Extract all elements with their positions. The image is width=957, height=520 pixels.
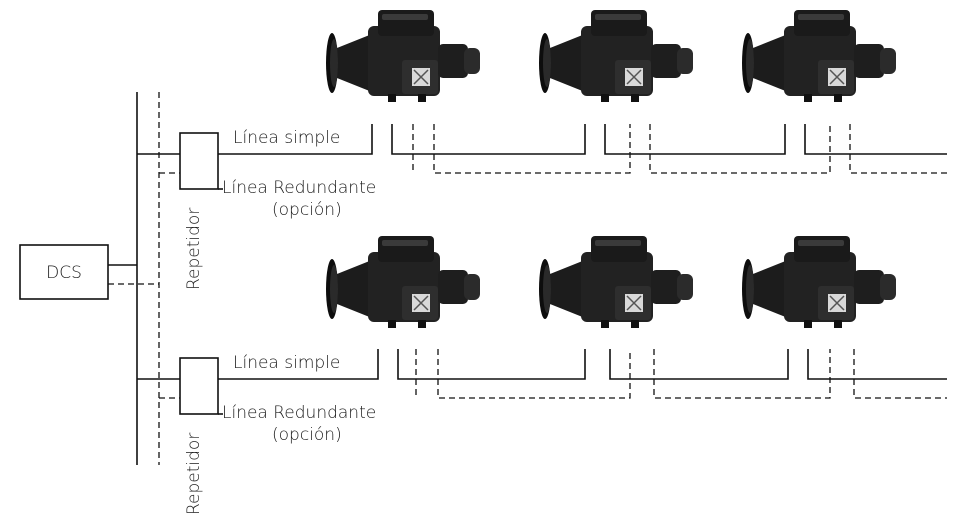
- actuator-6: [741, 235, 897, 329]
- repeater-label: Repetidor: [184, 433, 204, 515]
- row-2: Repetidor Línea simple Línea Redundante …: [137, 235, 947, 515]
- dcs-links: [108, 92, 160, 465]
- actuator-1: [325, 9, 481, 103]
- redundant-option-label: (opción): [272, 200, 342, 220]
- dcs-node: DCS: [19, 244, 109, 300]
- repeater-box: [179, 132, 219, 190]
- redundant-line-label: Línea Redundante: [222, 178, 376, 198]
- actuator-4: [325, 235, 481, 329]
- repeater-box: [179, 357, 219, 415]
- single-line-label: Línea simple: [233, 353, 340, 373]
- actuator-5: [538, 235, 694, 329]
- single-line-label: Línea simple: [233, 128, 340, 148]
- repeater-label: Repetidor: [184, 208, 204, 290]
- actuator-3: [741, 9, 897, 103]
- redundant-option-label: (opción): [272, 425, 342, 445]
- redundant-line-label: Línea Redundante: [222, 403, 376, 423]
- dcs-label: DCS: [46, 263, 82, 283]
- actuator-2: [538, 9, 694, 103]
- row-1: Repetidor Línea simple Línea Redundante …: [137, 9, 947, 290]
